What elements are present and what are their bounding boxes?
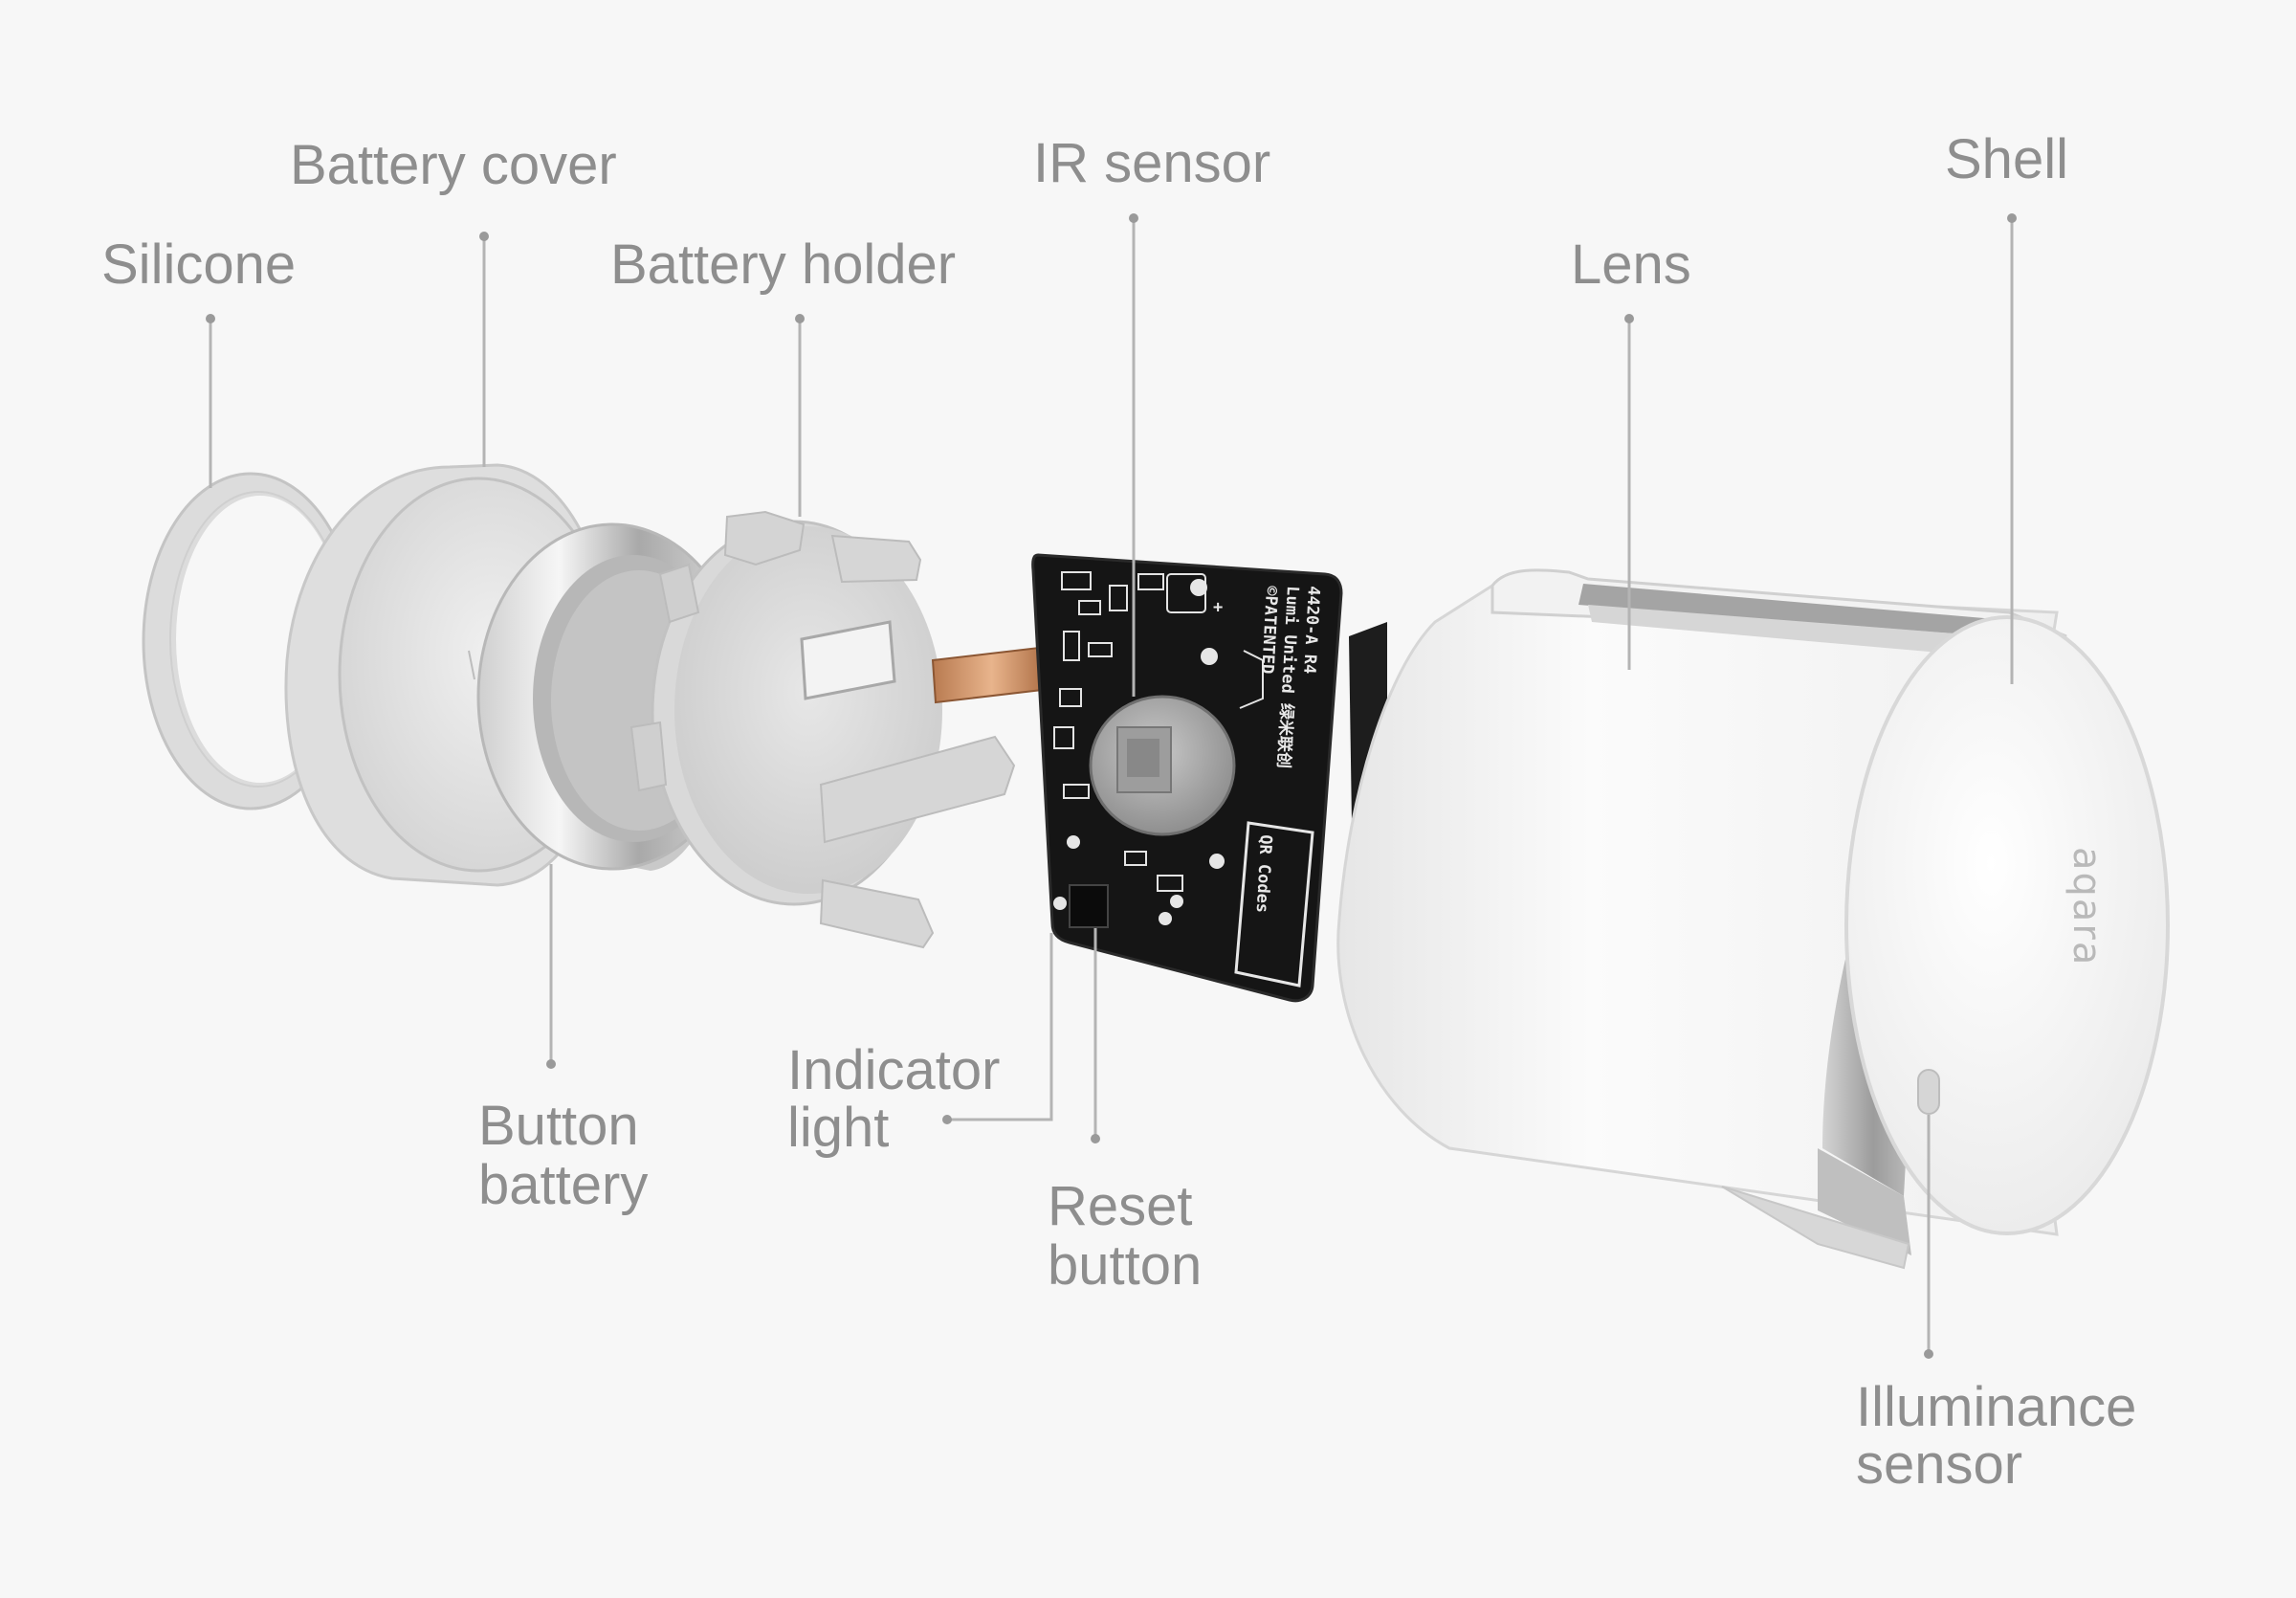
label-ir-sensor: IR sensor: [1033, 132, 1270, 194]
svg-text:+: +: [1213, 598, 1223, 617]
reset-button-chip: [1069, 884, 1109, 928]
label-illuminance-sensor-line1: Illuminance: [1856, 1376, 2136, 1438]
qr-codes-box: QR Codes: [1234, 821, 1314, 988]
label-reset-button-line2: button: [1048, 1234, 1202, 1297]
label-battery-cover: Battery cover: [290, 134, 617, 196]
battery-holder: [629, 510, 1016, 949]
ir-sensor: [1089, 695, 1236, 836]
label-silicone: Silicone: [101, 233, 296, 296]
callout-labels: Battery cover Silicone Battery holder IR…: [101, 128, 2136, 1496]
leader-lines: [206, 213, 2017, 1359]
label-button-battery-line2: battery: [478, 1154, 648, 1216]
pcb-model-text: 4420-A R4: [1299, 586, 1323, 675]
label-illuminance-sensor-line2: sensor: [1856, 1433, 2022, 1496]
svg-text:QR Codes: QR Codes: [1252, 834, 1275, 914]
shell-logo: aqara: [2064, 847, 2108, 966]
label-button-battery-line1: Button: [478, 1095, 639, 1157]
illuminance-sensor: [1917, 1069, 1940, 1115]
label-indicator-light-line1: Indicator: [787, 1039, 1000, 1101]
shell: aqara: [1336, 568, 2170, 1270]
copper-contact: [931, 645, 1052, 704]
label-indicator-light-line2: light: [787, 1097, 889, 1159]
label-reset-button-line1: Reset: [1048, 1175, 1193, 1237]
pcb-board: + 4420-A R4 Lumi United 绿米联创 ©PATENTED Q…: [1031, 553, 1343, 1003]
label-shell: Shell: [1945, 128, 2068, 190]
shell-front-face: [1844, 615, 2170, 1235]
label-lens: Lens: [1571, 233, 1691, 296]
label-battery-holder: Battery holder: [610, 233, 956, 296]
pcb-patent-text: ©PATENTED: [1257, 586, 1281, 675]
